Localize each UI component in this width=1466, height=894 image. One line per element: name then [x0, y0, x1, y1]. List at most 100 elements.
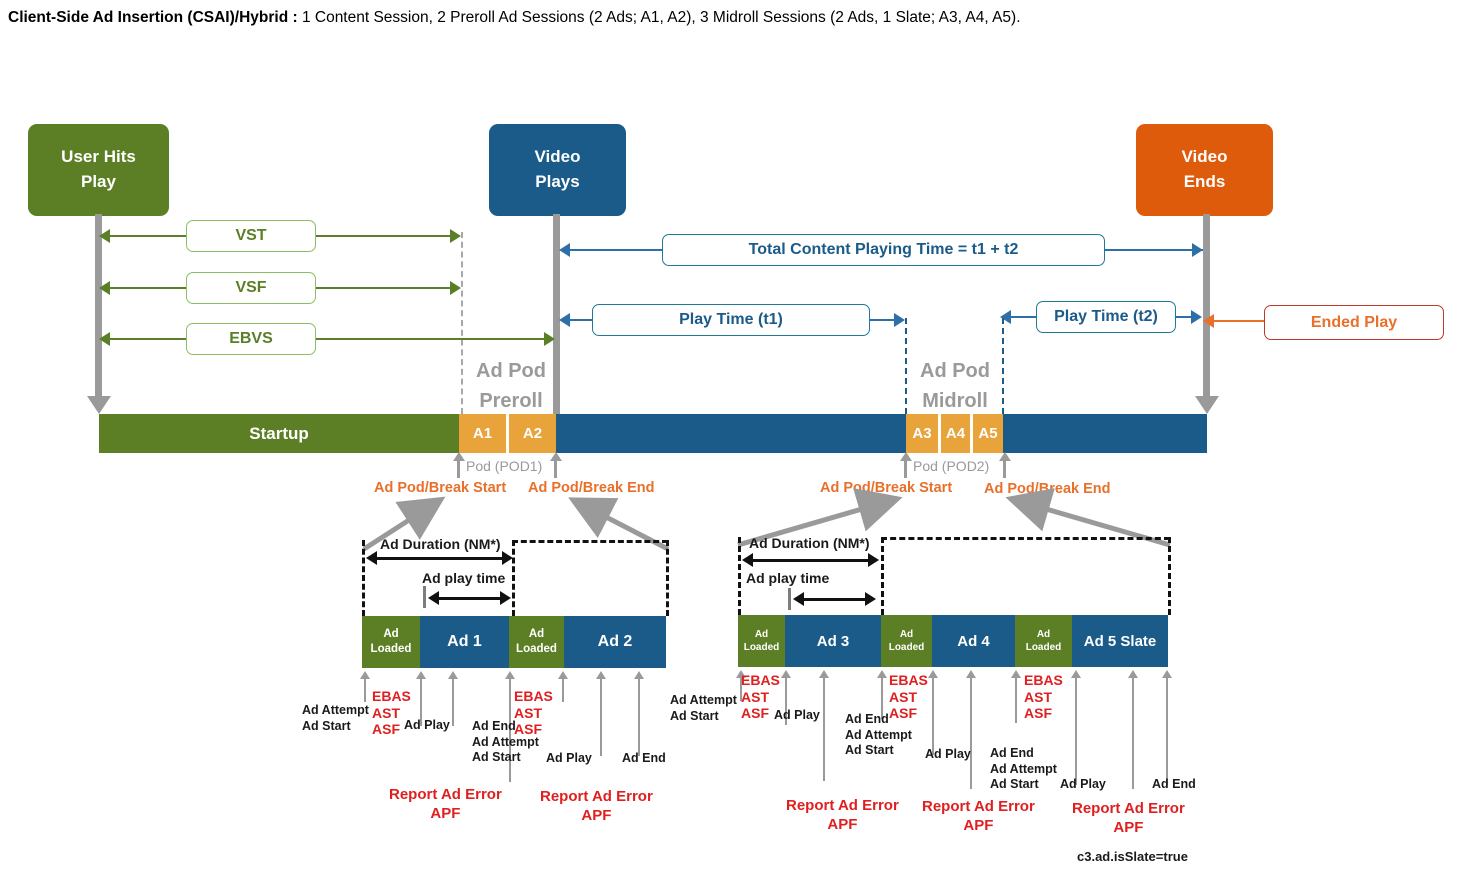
left-ad-play-time-line	[438, 596, 502, 600]
segment-a3-label: A3	[912, 425, 932, 442]
guide-dash-midroll-end	[1002, 318, 1004, 414]
total-content-arrow-left	[559, 243, 570, 257]
midroll-pod-id: Pod (POD2)	[913, 458, 990, 474]
play-time-t2-label: Play Time (t2)	[1054, 308, 1158, 325]
block-ad-loaded-4[interactable]: Ad Loaded	[881, 615, 932, 667]
play-time-t2-arrow-left	[1000, 310, 1011, 324]
left-detail-bracket-top	[512, 540, 668, 543]
block-ad-loaded-5[interactable]: Ad Loaded	[1015, 615, 1072, 667]
block-ad-5-slate[interactable]: Ad 5 Slate	[1072, 615, 1168, 667]
play-time-t1-label-box: Play Time (t1)	[592, 304, 870, 336]
vst-label: VST	[235, 227, 267, 244]
right-detail-bracket-right	[1168, 537, 1171, 615]
milestone-video-ends[interactable]: Video Ends	[1136, 124, 1273, 216]
ebvs-arrow-right	[544, 332, 555, 346]
total-content-label-box: Total Content Playing Time = t1 + t2	[662, 234, 1105, 266]
tick-preroll-break-end	[549, 452, 562, 478]
tick-l2	[415, 671, 428, 726]
left-ad-duration-label: Ad Duration (NM*)	[380, 536, 501, 552]
block-label: Ad 3	[816, 632, 850, 650]
left-ad-duration-line	[376, 556, 504, 560]
block-ad-1[interactable]: Ad 1	[420, 616, 509, 668]
segment-startup[interactable]: Startup	[99, 414, 459, 453]
milestone-label-line1: Video	[1181, 147, 1228, 167]
ended-play-line	[1213, 319, 1268, 323]
right-ad-play-time-arrow-right	[865, 592, 876, 606]
right-ad-duration-label: Ad Duration (NM*)	[749, 535, 870, 551]
right-ad-duration-arrow-left	[742, 553, 753, 567]
ebvs-label-box: EBVS	[186, 323, 316, 355]
play-time-t1-arrow-right	[894, 313, 905, 327]
tick-r6	[965, 670, 978, 789]
vst-arrow-left	[99, 229, 110, 243]
block-ad-loaded-1[interactable]: Ad Loaded	[362, 616, 420, 668]
milestone-label-line1: User Hits	[61, 147, 136, 167]
segment-gap-a4-a5	[970, 414, 973, 453]
segment-a1[interactable]: A1	[459, 414, 506, 453]
segment-a4[interactable]: A4	[941, 414, 970, 453]
block-label: Ad 2	[597, 633, 633, 650]
lifeline-arrow-user-hits-play	[86, 396, 111, 414]
milestone-user-hits-play[interactable]: User Hits Play	[28, 124, 169, 216]
milestone-video-plays[interactable]: Video Plays	[489, 124, 626, 216]
page-title-bold: Client-Side Ad Insertion (CSAI)/Hybrid :	[8, 9, 298, 26]
block-label: Ad 5 Slate	[1083, 632, 1157, 650]
play-time-t2-label-box: Play Time (t2)	[1036, 301, 1176, 333]
segment-a1-label: A1	[472, 425, 493, 442]
right-detail-bracket-mid	[881, 537, 884, 615]
block-ad-2[interactable]: Ad 2	[564, 616, 666, 668]
lifeline-video-plays	[553, 214, 560, 418]
left-detail-bracket-mid	[512, 540, 515, 616]
segment-a4-label: A4	[945, 425, 966, 442]
tick-midroll-break-start	[899, 452, 912, 478]
block-ad-loaded-2[interactable]: Ad Loaded	[509, 616, 564, 668]
tick-r1	[735, 670, 748, 701]
tick-l7	[633, 671, 646, 756]
left-ad-play-time-arrow-left	[428, 591, 439, 605]
guide-dash-midroll-start	[905, 318, 907, 414]
tick-preroll-break-start	[452, 452, 465, 478]
ann-right-ad-play-2: Ad Play	[925, 747, 971, 761]
segment-content-t2[interactable]	[1003, 414, 1207, 453]
left-ad-duration-arrow-right	[502, 551, 513, 565]
vsf-label: VSF	[235, 279, 267, 296]
ended-play-arrow-left	[1203, 314, 1214, 328]
page-title-rest: 1 Content Session, 2 Preroll Ad Sessions…	[297, 9, 1021, 26]
segment-a2-label: A2	[522, 425, 543, 442]
midroll-pod-title: Ad Pod Midroll	[908, 356, 1002, 416]
segment-a3[interactable]: A3	[906, 414, 938, 453]
ended-play-box: Ended Play	[1264, 305, 1444, 340]
segment-content-t1[interactable]	[556, 414, 906, 453]
block-ad-4[interactable]: Ad 4	[932, 615, 1015, 667]
right-ad-play-time-label: Ad play time	[746, 570, 830, 586]
segment-gap-a3-a4	[938, 414, 941, 453]
block-label-line1: Ad	[754, 629, 769, 640]
play-time-t2-arrow-right	[1191, 310, 1202, 324]
vst-arrow-right	[450, 229, 461, 243]
left-ad-duration-arrow-left	[366, 551, 377, 565]
left-detail-bracket-right	[666, 540, 669, 616]
lifeline-user-hits-play	[95, 214, 102, 400]
midroll-pod-title-line1: Ad Pod	[920, 360, 990, 382]
ann-left-ad-end-2: Ad End	[622, 751, 666, 765]
preroll-break-end-label: Ad Pod/Break End	[528, 480, 655, 496]
milestone-label-line1: Video	[534, 147, 581, 167]
block-ad-loaded-3[interactable]: Ad Loaded	[738, 615, 785, 667]
tick-r2	[780, 670, 793, 725]
play-time-t1-arrow-left	[559, 313, 570, 327]
lifeline-arrow-video-ends	[1194, 396, 1219, 414]
tick-r7	[1010, 670, 1023, 723]
segment-a5[interactable]: A5	[973, 414, 1003, 453]
right-ad-play-time-line	[803, 597, 867, 601]
block-ad-3[interactable]: Ad 3	[785, 615, 881, 667]
tick-r10	[1161, 670, 1174, 785]
ann-right-ad-end-3: Ad End	[1152, 777, 1196, 791]
segment-a2[interactable]: A2	[509, 414, 556, 453]
tick-l5	[557, 671, 570, 702]
